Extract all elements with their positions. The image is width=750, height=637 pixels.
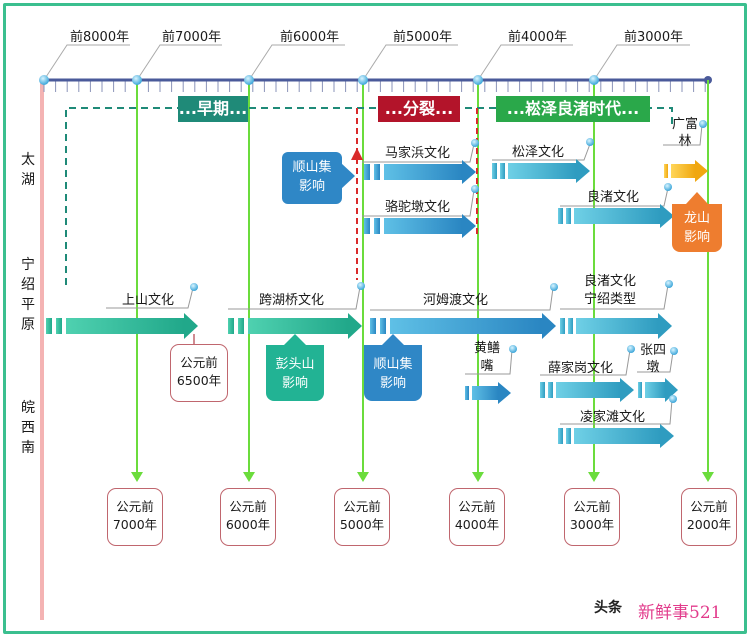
culture-label-luotuodun: 骆驼墩文化 <box>385 200 451 215</box>
split-arrow-up <box>351 148 363 160</box>
culture-label-liangzhu: 良渚文化 <box>587 190 640 205</box>
xuejiagang-arrow <box>540 378 634 402</box>
axis-dots <box>39 75 599 85</box>
culture-label-huangshanzui: 黄鳝 嘴 <box>474 341 501 374</box>
influence-shunshanji-ningshao-pointer <box>381 334 405 346</box>
year-guide-lines <box>136 80 709 478</box>
culture-label-kuahuqiao: 跨湖桥文化 <box>259 293 325 308</box>
callout-4000bc: 公元前 4000年 <box>449 488 505 546</box>
callout-6000bc: 公元前 6000年 <box>220 488 276 546</box>
axis-label-4000bc: 前4000年 <box>508 30 568 45</box>
callout-5000bc: 公元前 5000年 <box>334 488 390 546</box>
hemudu-arrow <box>370 313 556 339</box>
watermark-left: 头条 <box>594 600 622 616</box>
songze-arrow <box>492 159 590 183</box>
influence-shunshanji-taihu-pointer <box>341 163 355 189</box>
split-dashed-box <box>356 108 478 280</box>
axis-label-6000bc: 前6000年 <box>280 30 340 45</box>
callout-6500bc: 公元前 6500年 <box>170 344 228 402</box>
kuahuqiao-arrow <box>228 313 362 339</box>
axis-label-5000bc: 前5000年 <box>393 30 453 45</box>
axis-label-3000bc: 前3000年 <box>624 30 684 45</box>
influence-shunshanji-ningshao: 顺山集 影响 <box>364 345 422 401</box>
liangzhu-arrow <box>558 204 674 228</box>
axis-ticks <box>43 80 706 92</box>
early-dashed-bracket <box>65 107 673 285</box>
culture-label-shangshan: 上山文化 <box>122 293 175 308</box>
period-tag-split: ...分裂... <box>378 96 460 122</box>
zhangsidun-arrow <box>638 378 678 402</box>
shangshan-arrow <box>46 313 198 339</box>
watermark-right: 新鲜事521 <box>638 603 722 623</box>
left-region-bar <box>40 80 44 620</box>
axis-label-leaders <box>43 44 690 81</box>
culture-label-guangfulin: 广富 林 <box>672 117 699 149</box>
lingjiatan-arrow <box>558 424 674 448</box>
huangshanzui-arrow <box>465 382 511 404</box>
culture-label-liangzhu-ningshao: 良渚文化 宁绍类型 <box>584 274 637 307</box>
culture-label-majiabang: 马家浜文化 <box>385 146 451 161</box>
axis-label-8000bc: 前8000年 <box>70 30 130 45</box>
endpoint-dots <box>190 120 707 403</box>
axis-label-7000bc: 前7000年 <box>162 30 222 45</box>
influence-pengtoushan: 彭头山 影响 <box>266 345 324 401</box>
influence-longshan: 龙山 影响 <box>672 204 722 252</box>
majiabang-arrow <box>364 160 476 184</box>
influence-longshan-pointer <box>686 192 708 204</box>
culture-arrows <box>46 159 708 448</box>
influence-shunshanji-taihu: 顺山集 影响 <box>282 152 342 204</box>
influence-pengtoushan-pointer <box>283 334 307 346</box>
culture-label-hemudu: 河姆渡文化 <box>423 293 489 308</box>
callout-7000bc: 公元前 7000年 <box>107 488 163 546</box>
culture-label-leaders <box>106 124 703 425</box>
culture-label-lingjiatan: 凌家滩文化 <box>580 410 646 425</box>
culture-label-xuejiagang: 薛家岗文化 <box>548 361 614 376</box>
region-label-wanxinan: 皖 西 南 <box>21 400 35 456</box>
period-tag-songze-liangzhu: ...崧泽良渚时代... <box>496 96 650 122</box>
culture-label-songze: 松泽文化 <box>512 145 565 160</box>
region-label-ningshao: 宁 绍 平 原 <box>21 257 35 333</box>
callout-3000bc: 公元前 3000年 <box>564 488 620 546</box>
callout-2000bc: 公元前 2000年 <box>681 488 737 546</box>
region-label-taihu: 太 湖 <box>21 152 35 188</box>
liangzhu-ningshao-arrow <box>560 313 672 339</box>
luotuodun-arrow <box>364 214 476 238</box>
period-tag-early: ...早期... <box>178 96 248 122</box>
guangfulin-arrow <box>664 160 708 182</box>
guide-arrowheads <box>131 472 714 482</box>
culture-label-zhangsidun: 张四 墩 <box>640 343 667 375</box>
